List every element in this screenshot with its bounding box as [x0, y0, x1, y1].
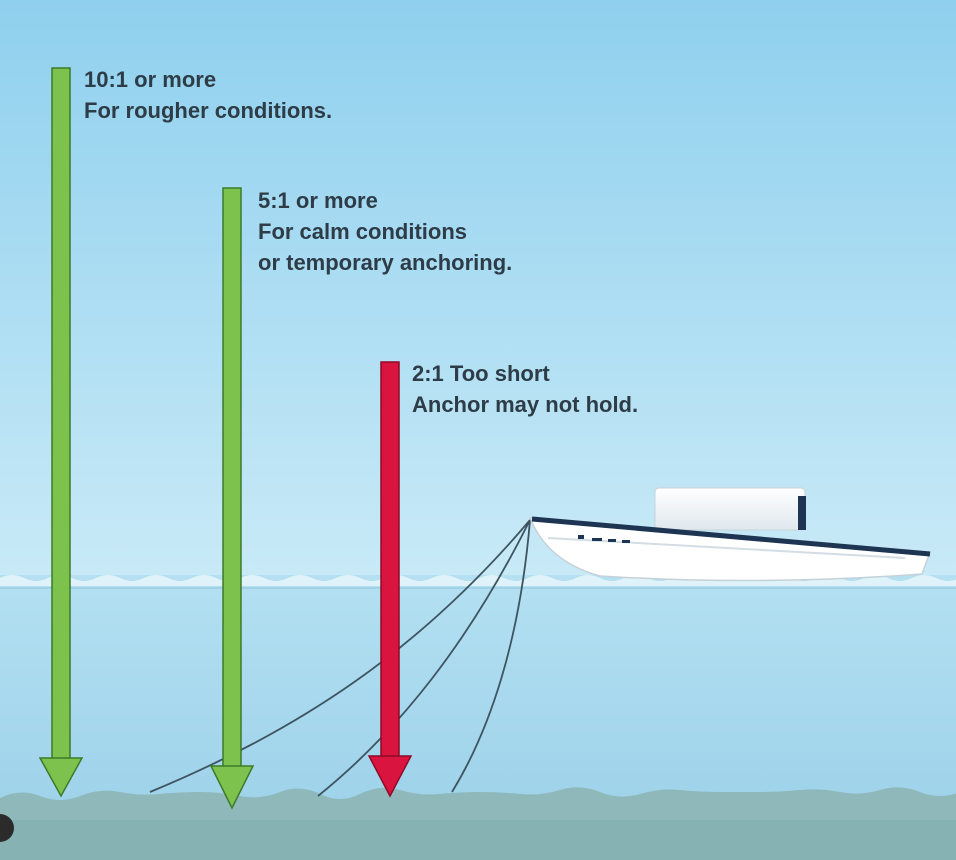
arrow-2-to-1	[367, 361, 413, 798]
scope-10-ratio: 10:1 or more	[84, 67, 217, 92]
boat-cabin	[654, 487, 806, 531]
boat-stripe	[531, 516, 931, 557]
scope-5-to-1-label: 5:1 or more For calm conditions or tempo…	[258, 185, 512, 278]
scope-10-note: For rougher conditions.	[84, 98, 333, 123]
corner-dot	[0, 814, 14, 842]
arrow-10-to-1	[38, 67, 84, 798]
scope-5-ratio: 5:1 or more	[258, 188, 378, 213]
scope-2-to-1-label: 2:1 Too short Anchor may not hold.	[412, 358, 638, 420]
sky	[0, 0, 956, 580]
boat	[528, 487, 932, 582]
scope-2-ratio: 2:1 Too short	[412, 361, 550, 386]
rode-5-to-1	[317, 519, 531, 797]
rode-2-to-1	[451, 519, 531, 793]
scope-5-note-2: or temporary anchoring.	[258, 250, 513, 275]
scope-10-to-1-label: 10:1 or more For rougher conditions.	[84, 64, 332, 126]
scope-5-note-1: For calm conditions	[258, 219, 468, 244]
water	[0, 575, 956, 800]
boat-hull	[528, 517, 932, 582]
arrow-5-to-1	[209, 187, 255, 810]
scope-2-note: Anchor may not hold.	[412, 392, 639, 417]
rode-10-to-1	[149, 519, 531, 793]
anchor-rodes	[149, 519, 531, 797]
